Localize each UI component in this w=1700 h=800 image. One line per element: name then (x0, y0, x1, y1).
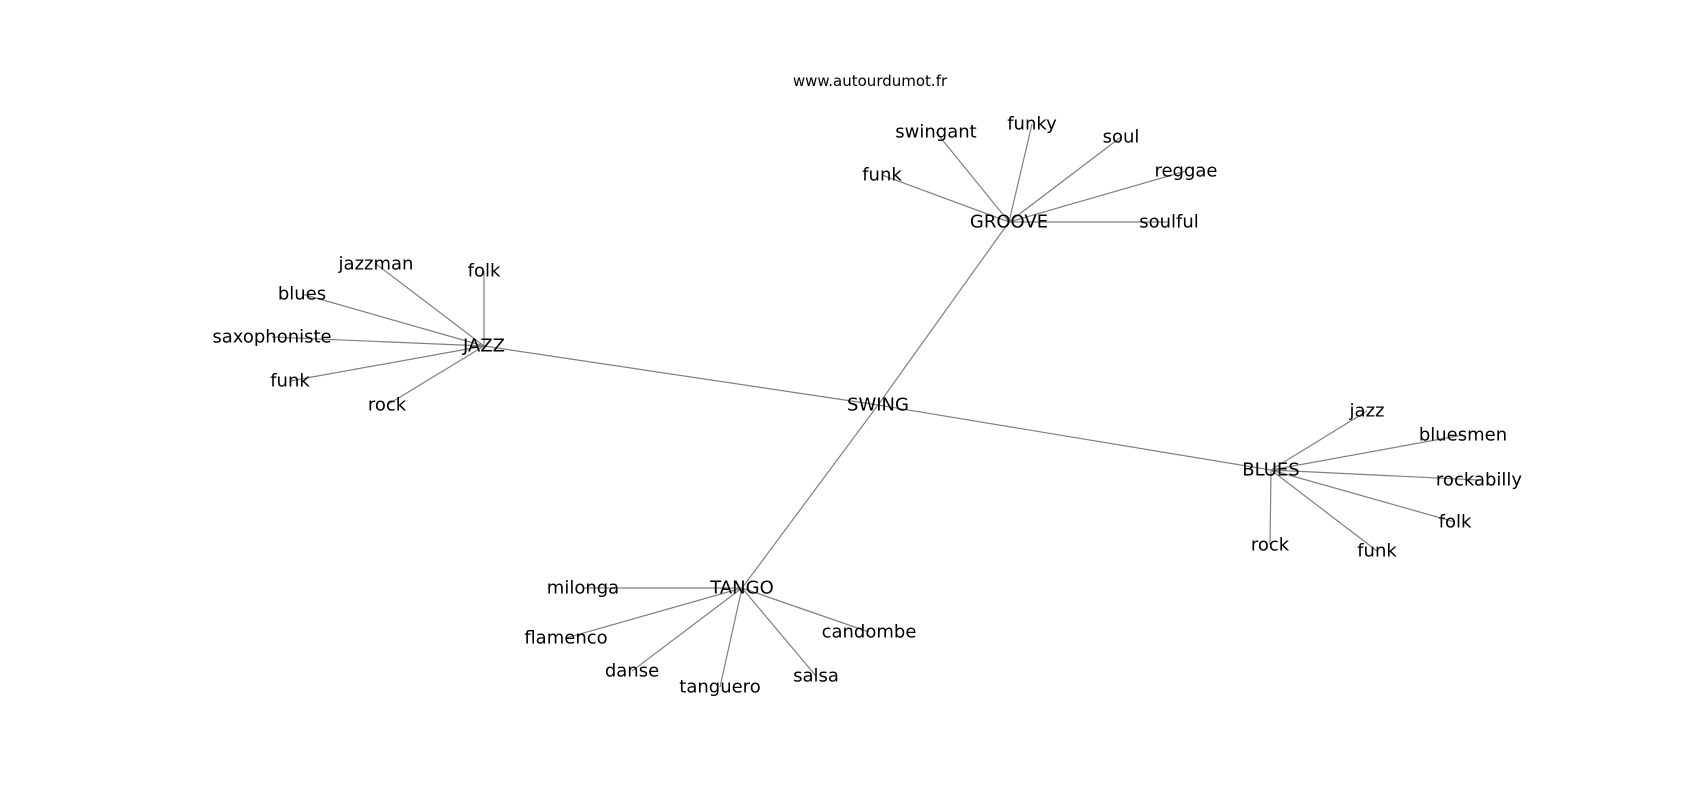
node-j-folk: folk (468, 261, 501, 282)
edge-tango-t_salsa (741, 587, 817, 677)
node-jazz: JAZZ (462, 336, 505, 357)
node-b-rockabilly: rockabilly (1436, 470, 1522, 491)
edge-blues-b_jazz (1270, 410, 1368, 471)
node-t-candombe: candombe (822, 622, 917, 643)
edge-blues-b_rock (1269, 469, 1272, 546)
edge-groove-g_reggae (1008, 170, 1187, 223)
edge-swing-tango (741, 404, 879, 589)
node-t-tanguero: tanguero (679, 677, 760, 698)
node-g-soulful: soulful (1139, 212, 1199, 233)
node-j-funk: funk (270, 371, 310, 392)
edge-jazz-j_jazzman (375, 263, 485, 347)
edge-swing-jazz (483, 345, 879, 406)
node-g-swingant: swingant (895, 122, 976, 143)
edge-groove-g_funky (1008, 123, 1033, 223)
edge-swing-groove (877, 221, 1010, 406)
edge-tango-t_danse (631, 587, 743, 672)
edge-blues-b_bluesmen (1270, 434, 1464, 471)
source-url: www.autourdumot.fr (792, 72, 948, 90)
edge-tango-t_tanguero (719, 587, 743, 688)
node-t-milonga: milonga (547, 578, 619, 599)
node-groove: GROOVE (970, 212, 1048, 233)
edge-groove-g_soul (1008, 136, 1122, 223)
edge-blues-b_rockabilly (1270, 469, 1480, 481)
edge-jazz-j_funk (289, 345, 485, 382)
edge-blues-b_folk (1270, 469, 1456, 523)
node-j-saxophoniste: saxophoniste (212, 327, 331, 348)
edge-jazz-j_rock (386, 345, 485, 406)
node-blues: BLUES (1242, 460, 1299, 481)
node-b-rock: rock (1251, 535, 1290, 556)
node-j-blues: blues (278, 284, 326, 305)
node-b-jazz: jazz (1349, 401, 1385, 422)
edge-jazz-j_saxophoniste (271, 336, 485, 347)
node-g-reggae: reggae (1154, 161, 1217, 182)
edge-swing-blues (877, 404, 1272, 471)
node-t-salsa: salsa (793, 666, 839, 687)
node-b-funk: funk (1357, 541, 1397, 562)
node-swing: SWING (847, 395, 909, 416)
node-t-flamenco: flamenco (524, 628, 607, 649)
node-t-danse: danse (605, 661, 659, 682)
graph-nodes: SWING GROOVE JAZZ BLUES TANGO funk swingant fun… (212, 114, 1522, 698)
edge-tango-t_candombe (741, 587, 870, 633)
node-j-jazzman: jazzman (338, 254, 414, 275)
node-g-funk: funk (862, 165, 902, 186)
edge-groove-g_swingant (935, 131, 1010, 223)
node-b-folk: folk (1439, 512, 1472, 533)
node-j-rock: rock (368, 395, 407, 416)
node-g-funky: funky (1007, 114, 1057, 135)
node-g-soul: soul (1103, 127, 1140, 148)
node-b-bluesmen: bluesmen (1419, 425, 1507, 446)
graph-edges (271, 123, 1480, 688)
node-tango: TANGO (709, 578, 774, 599)
edge-groove-g_funk (881, 174, 1010, 223)
edge-tango-t_flamenco (565, 587, 743, 639)
edge-jazz-j_blues (301, 293, 485, 347)
edge-blues-b_funk (1270, 469, 1378, 552)
